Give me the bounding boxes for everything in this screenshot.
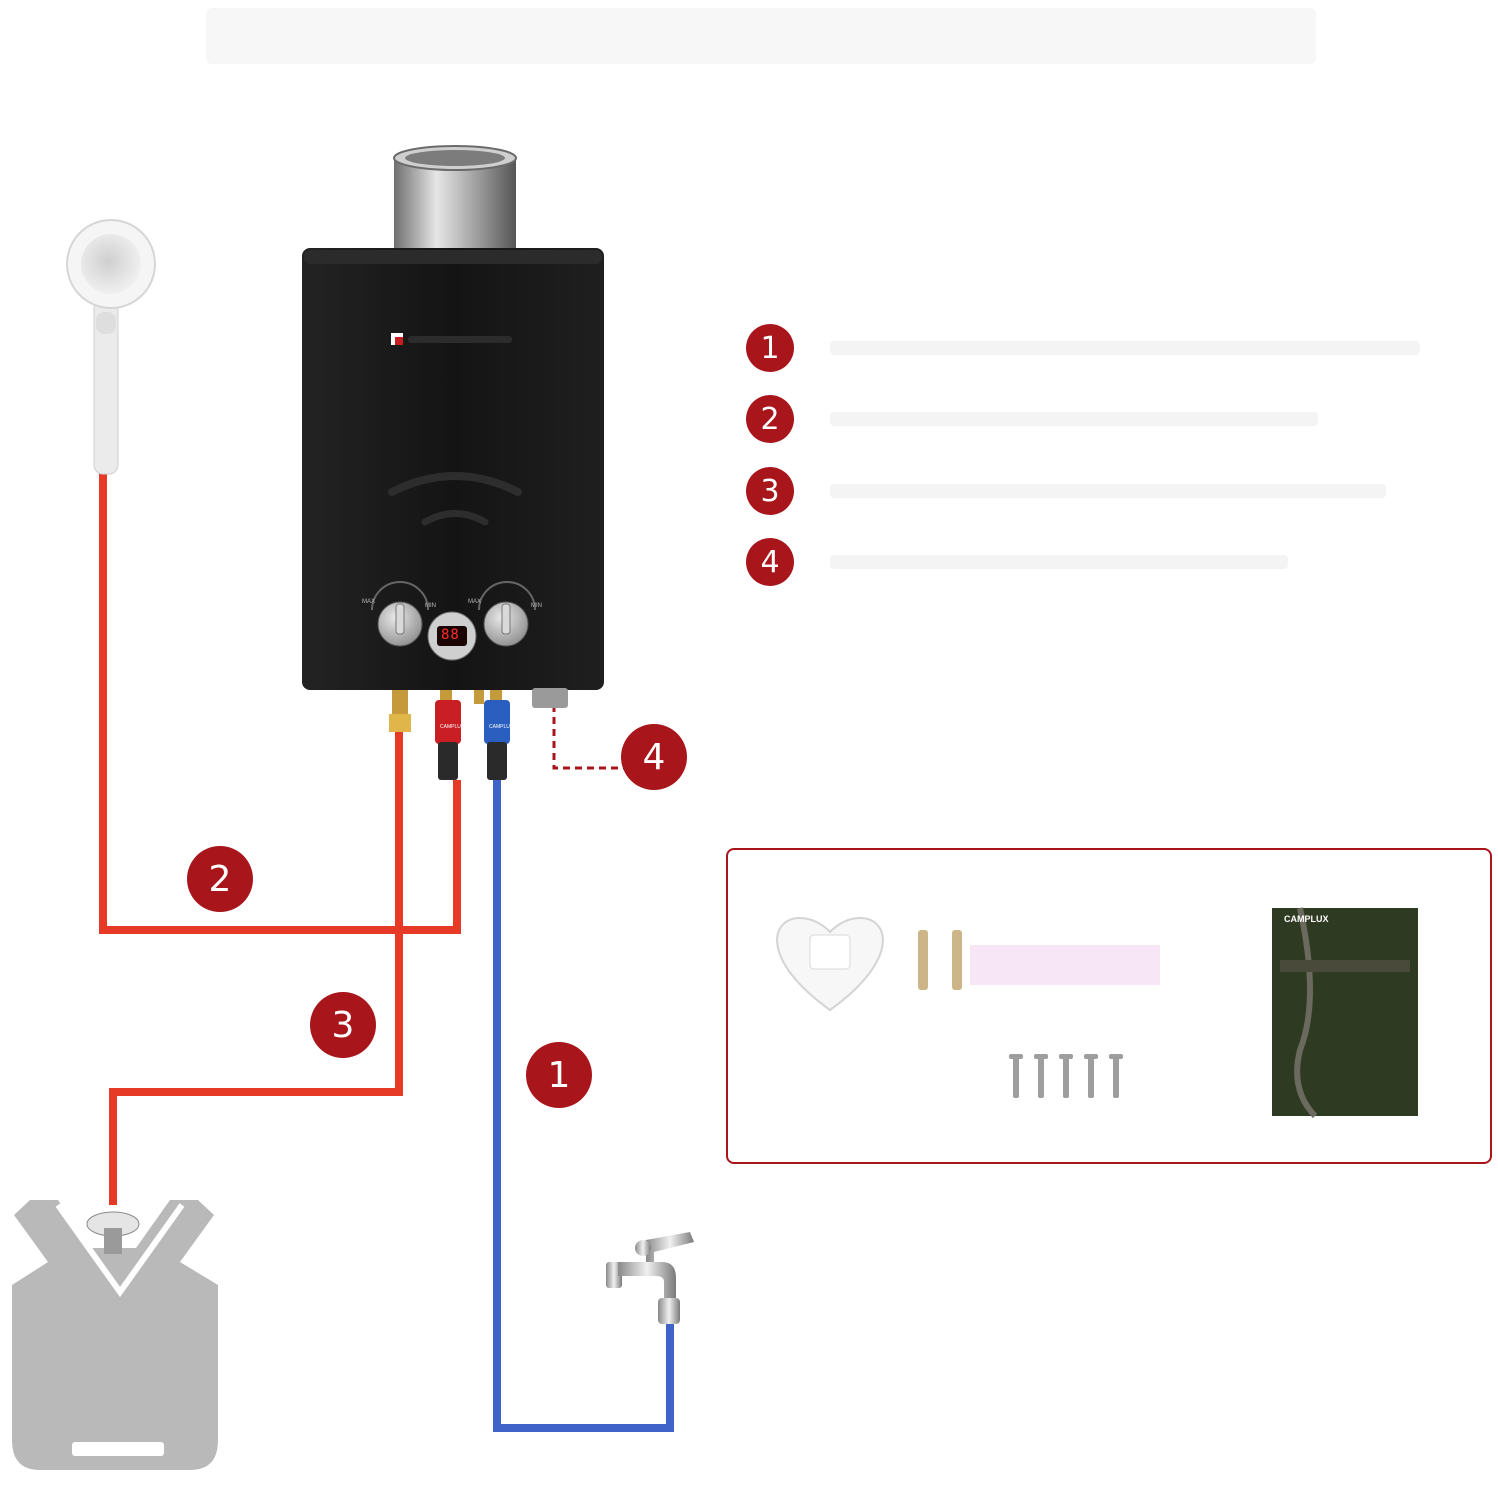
temperature-display: 88 xyxy=(441,627,460,643)
faucet-icon xyxy=(606,1232,694,1324)
legend-number-3: 3 xyxy=(746,467,794,515)
cold-fitting-brand: CAMPLUX xyxy=(489,724,514,730)
callout-gas-in: 3 xyxy=(310,992,376,1058)
hot-water-pipe xyxy=(99,470,461,934)
legend-number-2: 2 xyxy=(746,395,794,443)
wall-plug-icon xyxy=(918,930,1160,990)
knob-left-max-label: MAX xyxy=(362,599,376,605)
callout-hot-water-out: 2 xyxy=(187,846,253,912)
hot-fitting-brand: CAMPLUX xyxy=(440,724,465,730)
user-manual-icon xyxy=(1272,907,1418,1119)
drain-dashed-line xyxy=(552,705,632,770)
shower-holder-icon xyxy=(776,916,884,1012)
legend-item-1: 1 xyxy=(746,324,1420,372)
manual-brand: CAMPLUX xyxy=(1284,914,1329,924)
gas-pipe xyxy=(109,730,403,1205)
water-heater xyxy=(302,145,604,780)
legend-number-1: 1 xyxy=(746,324,794,372)
legend-item-3: 3 xyxy=(746,467,1386,515)
legend-text-2-blurred xyxy=(830,412,1318,426)
knob-left-min-label: MIN xyxy=(425,603,436,609)
legend-number-4: 4 xyxy=(746,538,794,586)
legend-text-4-blurred xyxy=(830,555,1288,569)
legend-text-3-blurred xyxy=(830,484,1386,498)
shower-head-icon xyxy=(66,219,156,475)
callout-drain-plug: 4 xyxy=(621,724,687,790)
knob-right-min-label: MIN xyxy=(531,603,542,609)
header-title-blurred xyxy=(206,8,1316,64)
legend-text-1-blurred xyxy=(830,341,1420,355)
gas-tank-icon xyxy=(12,1200,218,1470)
legend-item-2: 2 xyxy=(746,395,1318,443)
callout-water-in: 1 xyxy=(526,1042,592,1108)
legend-item-4: 4 xyxy=(746,538,1288,586)
accessory-kit-box xyxy=(726,848,1492,1164)
cold-water-pipe xyxy=(493,780,674,1432)
screws-icon xyxy=(1009,1054,1123,1098)
knob-right-max-label: MAX xyxy=(468,599,482,605)
